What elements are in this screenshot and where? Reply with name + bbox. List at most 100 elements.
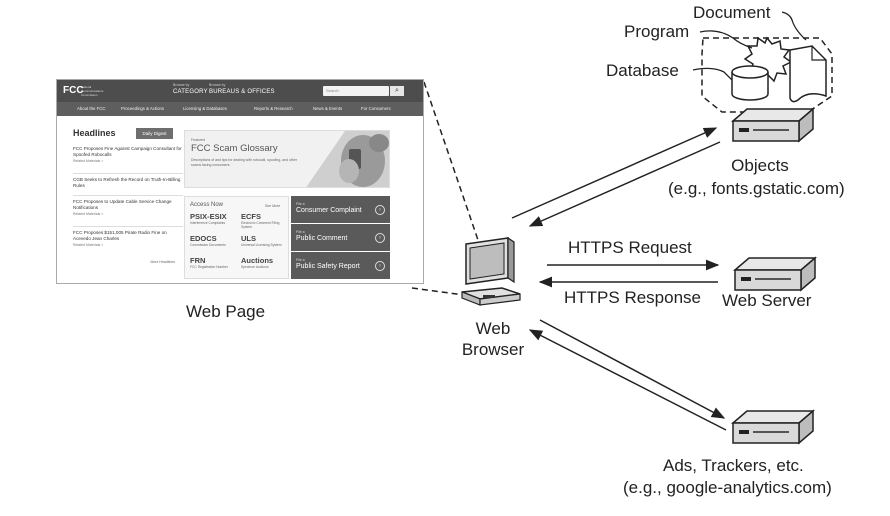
- webpage-nav-bar: About the FCC Proceedings & Actions Lice…: [57, 102, 423, 116]
- objects-example: (e.g., fonts.gstatic.com): [668, 179, 845, 198]
- more-headlines-link: More Headlines: [150, 260, 175, 264]
- access-item-desc: Electronic Comment Filing System: [241, 221, 280, 229]
- document-icon: [789, 45, 827, 103]
- featured-description: Descriptions of and tips for dealing wit…: [191, 158, 298, 167]
- news-title: FCC Proposes Fine Against Campaign Consu…: [73, 146, 182, 157]
- file-public-safety-report: File a Public Safety Report ›: [291, 252, 390, 279]
- program-pointer-line: [699, 30, 753, 49]
- access-item-name: Auctions: [241, 256, 274, 265]
- headlines-title: Headlines: [73, 128, 116, 138]
- nav-item: Reports & Research: [254, 106, 293, 111]
- news-related: Related Materials >: [73, 212, 104, 216]
- arrow-circle-icon: ›: [375, 233, 385, 243]
- arrow-browser-to-objects: [511, 127, 718, 219]
- nav-item: Licensing & Databases: [183, 106, 227, 111]
- file-title: Consumer Complaint: [296, 207, 362, 214]
- objects-dashed-box: [701, 37, 833, 113]
- file-consumer-complaint: File a Consumer Complaint ›: [291, 196, 390, 223]
- browse-category-key: Browse by: [173, 83, 190, 87]
- document-pointer-line: [781, 11, 807, 41]
- web-browser-label: Web Browser: [461, 319, 525, 359]
- news-item: FCC Proposes to Update Cable Service Cha…: [73, 199, 185, 217]
- fcc-webpage-thumbnail: FCC Federal Communications Commission Br…: [56, 79, 424, 284]
- access-item: Auctions Spectrum Auctions: [241, 256, 287, 270]
- access-item-name: ECFS: [241, 212, 262, 221]
- arrow-ads-to-browser: [528, 329, 727, 431]
- arrow-circle-icon: ›: [375, 261, 385, 271]
- database-label: Database: [606, 61, 679, 80]
- access-item-name: FRN: [190, 256, 206, 265]
- news-divider: [73, 173, 183, 174]
- news-title: FCC Proposes $151,005 Pirate Radio Fine …: [73, 230, 167, 241]
- daily-digest-button: Daily Digest: [136, 128, 173, 139]
- file-key: File a: [296, 258, 305, 262]
- web-page-label: Web Page: [186, 302, 266, 321]
- file-title: Public Comment: [296, 235, 348, 242]
- webpage-corner-dashed: [423, 81, 479, 241]
- access-item: ULS Universal Licensing System: [241, 234, 287, 248]
- news-divider: [73, 226, 183, 227]
- ads-label: Ads, Trackers, etc.: [663, 456, 804, 475]
- news-related: Related Materials >: [73, 243, 104, 247]
- featured-card: Featured FCC Scam Glossary Descriptions …: [184, 130, 390, 188]
- access-item-desc: Commission Documents: [190, 243, 226, 247]
- nav-item: About the FCC: [77, 106, 106, 111]
- browse-bureaus: Browse by BUREAUS & OFFICES: [209, 83, 275, 97]
- web-server-label: Web Server: [722, 291, 812, 310]
- access-now-panel: Access Now See More PSIX-ESIX Interferen…: [184, 196, 289, 279]
- search-icon: ⌕: [390, 86, 404, 96]
- news-title: CGB Seeks to Refresh the Record on Truth…: [73, 177, 181, 188]
- arrow-objects-to-browser: [528, 141, 721, 227]
- webpage-search-input: Search: [323, 86, 389, 96]
- access-now-title: Access Now: [190, 202, 224, 208]
- browse-bureaus-key: Browse by: [209, 83, 226, 87]
- news-item: FCC Proposes $151,005 Pirate Radio Fine …: [73, 230, 185, 248]
- file-key: File a: [296, 202, 305, 206]
- access-item: EDOCS Commission Documents: [190, 234, 236, 248]
- access-item: FRN FCC Registration Number: [190, 256, 236, 270]
- news-item: FCC Proposes Fine Against Campaign Consu…: [73, 146, 185, 164]
- fcc-logo-text: Federal Communications Commission: [81, 85, 104, 97]
- news-title: FCC Proposes to Update Cable Service Cha…: [73, 199, 172, 210]
- browse-category-value: CATEGORY: [173, 89, 208, 95]
- featured-title: FCC Scam Glossary: [191, 143, 278, 154]
- featured-photo-image: [305, 131, 389, 187]
- arrow-browser-to-ads: [539, 319, 726, 419]
- browse-bureaus-value: BUREAUS & OFFICES: [209, 89, 275, 95]
- nav-item: Proceedings & Actions: [121, 106, 164, 111]
- objects-label: Objects: [731, 156, 789, 175]
- database-pointer-line: [692, 67, 733, 81]
- webpage-top-bar: FCC Federal Communications Commission Br…: [57, 80, 423, 102]
- nav-item: For Consumers: [361, 106, 391, 111]
- program-label: Program: [624, 22, 690, 41]
- access-item-name: ULS: [241, 234, 256, 243]
- access-item-desc: Universal Licensing System: [241, 243, 282, 247]
- news-item: CGB Seeks to Refresh the Record on Truth…: [73, 177, 185, 189]
- nav-item: News & Events: [313, 106, 343, 111]
- featured-key: Featured: [191, 138, 206, 142]
- ads-example: (e.g., google-analytics.com): [623, 478, 832, 497]
- arrow-circle-icon: ›: [375, 205, 385, 215]
- file-public-comment: File a Public Comment ›: [291, 224, 390, 251]
- browse-category: Browse by CATEGORY: [173, 83, 208, 97]
- objects-server-icon: [732, 108, 814, 142]
- access-item-desc: Interference Complaints: [190, 221, 226, 225]
- access-item: PSIX-ESIX Interference Complaints: [190, 213, 236, 226]
- access-item-desc: Spectrum Auctions: [241, 265, 269, 269]
- ads-server-icon: [732, 410, 814, 444]
- access-item: ECFS Electronic Comment Filing System: [241, 212, 287, 230]
- https-response-label: HTTPS Response: [564, 288, 701, 307]
- fcc-logo: FCC: [63, 85, 84, 96]
- file-key: File a: [296, 230, 305, 234]
- access-item-name: EDOCS: [190, 234, 217, 243]
- see-more-link: See More: [265, 204, 281, 208]
- access-item-desc: FCC Registration Number: [190, 265, 228, 269]
- news-related: Related Materials >: [73, 159, 104, 163]
- web-server-icon: [734, 257, 816, 291]
- https-request-label: HTTPS Request: [568, 238, 692, 257]
- database-icon: [731, 65, 769, 101]
- document-label: Document: [693, 3, 771, 22]
- file-title: Public Safety Report: [296, 263, 360, 270]
- web-browser-computer-icon: [461, 236, 521, 306]
